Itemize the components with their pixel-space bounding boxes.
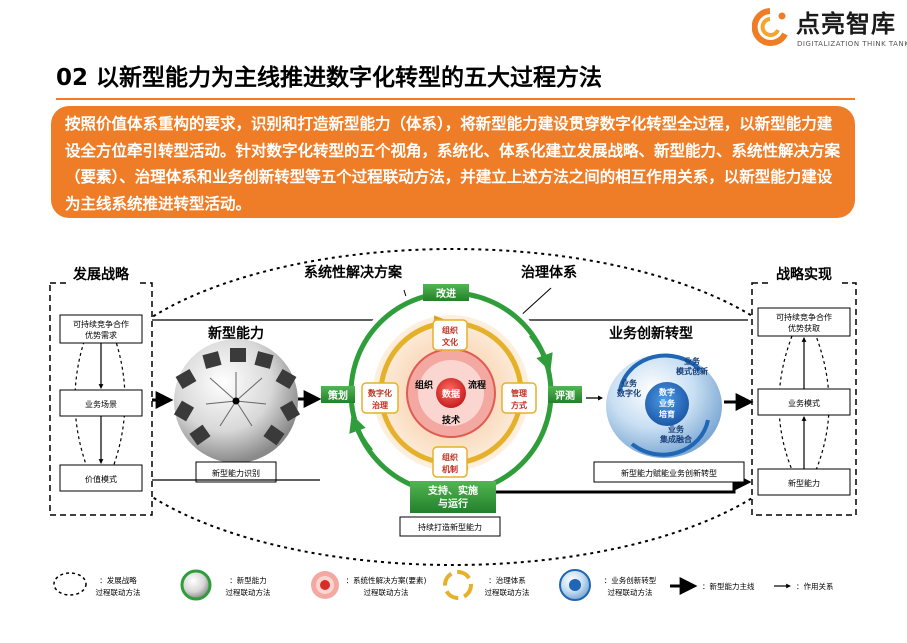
pdca-check-badge xyxy=(548,386,582,403)
title-divider xyxy=(56,98,855,100)
business-innovation-title: 业务创新转型 xyxy=(609,325,693,342)
center-ring-process: 流程 xyxy=(468,379,486,391)
center-ring-tech: 技术 xyxy=(442,414,460,426)
legend-yellow-arc-icon xyxy=(443,570,473,600)
dev-strategy-item-1-line-1: 可持续竞争合作 xyxy=(73,319,129,329)
strategy-realization-item-box xyxy=(757,307,851,337)
pdca-do-line-2: 与运行 xyxy=(438,497,468,510)
svg-text:治理: 治理 xyxy=(372,400,388,410)
dev-strategy-item-2: 业务场景 xyxy=(85,399,117,409)
svg-text:机制: 机制 xyxy=(442,464,458,474)
system-solution-title: 系统性解决方案 xyxy=(304,264,403,281)
pdca-improve-label: 改进 xyxy=(436,287,456,300)
pdca-improve-badge xyxy=(423,284,469,301)
center-caption: 持续打造新型能力 xyxy=(418,522,482,532)
governance-title: 治理体系 xyxy=(521,264,577,281)
center-circle-group xyxy=(344,286,558,500)
intro-text: 按照价值体系重构的要求，识别和打造新型能力（体系），将新型能力建设贯穿数字化转型… xyxy=(65,115,841,213)
bi-core-line-1: 数字 xyxy=(659,387,675,397)
brand-logo-icon xyxy=(752,8,788,46)
dev-strategy-panel: 发展战略 可持续竞争合作 优势需求 业务场景 价值模式 xyxy=(49,262,153,516)
legend-1-line-1: ：发展战略 xyxy=(99,575,137,585)
legend-5-line-2: 过程联动方法 xyxy=(608,587,653,597)
center-core-label: 数据 xyxy=(442,388,460,400)
business-innovation-sphere-icon xyxy=(606,353,722,458)
pdca-do-badge xyxy=(410,481,496,513)
legend: ：发展战略 过程联动方法 ：新型能力 过程联动方法 ：系统性解决方案(要素) 过… xyxy=(53,569,834,601)
bi-around-3-line-1: 业务 xyxy=(668,424,685,434)
legend-2-line-2: 过程联动方法 xyxy=(226,587,271,597)
legend-2-line-1: ：新型能力 xyxy=(229,575,267,585)
node-digital-governance: 数字化 治理 xyxy=(361,382,399,414)
bi-around-3-line-2: 集成融合 xyxy=(659,434,693,444)
bi-core-line-3: 培育 xyxy=(659,409,675,419)
dev-strategy-title: 发展战略 xyxy=(72,266,130,283)
center-caption-box xyxy=(399,516,501,537)
svg-text:组织: 组织 xyxy=(442,452,458,462)
pdca-check-label: 评测 xyxy=(555,389,575,402)
strategy-realization-item-3: 新型能力 xyxy=(788,478,820,488)
strategy-realization-item-1-line-1: 可持续竞争合作 xyxy=(776,312,832,322)
legend-green-sphere-icon xyxy=(180,569,212,601)
svg-text:管理: 管理 xyxy=(511,388,527,398)
business-innovation-caption: 新型能力赋能业务创新转型 xyxy=(621,468,717,478)
pdca-plan-badge xyxy=(321,386,355,403)
svg-text:组织: 组织 xyxy=(442,325,458,335)
node-org-mechanism: 组织 机制 xyxy=(432,446,468,478)
new-capability-caption-box xyxy=(195,461,277,483)
new-capability-caption: 新型能力识别 xyxy=(212,468,260,478)
legend-1-line-2: 过程联动方法 xyxy=(96,587,141,597)
brand-name: 点亮智库 xyxy=(796,10,896,38)
page-title: 02 以新型能力为主线推进数字化转型的五大过程方法 xyxy=(56,65,603,91)
pdca-plan-label: 策划 xyxy=(328,389,348,402)
dev-strategy-item-1-line-2: 优势需求 xyxy=(85,330,117,340)
bi-around-1-line-1: 业务 xyxy=(621,378,638,388)
center-ring-org: 组织 xyxy=(415,379,433,391)
strategy-realization-panel: 战略实现 可持续竞争合作 优势获取 业务模式 新型能力 xyxy=(751,262,857,516)
bi-around-2-line-2: 模式创新 xyxy=(676,366,708,376)
dev-strategy-item-box xyxy=(59,389,143,417)
mainline-arrow xyxy=(496,473,752,494)
svg-text:方式: 方式 xyxy=(511,400,527,410)
legend-4-line-1: ：治理体系 xyxy=(488,575,526,585)
node-management: 管理 方式 xyxy=(501,382,537,414)
legend-3-line-1: ：系统性解决方案(要素) xyxy=(346,575,427,585)
strategy-realization-title: 战略实现 xyxy=(776,266,832,283)
dev-strategy-item-box xyxy=(59,464,143,492)
strategy-realization-item-box xyxy=(757,388,851,416)
bi-core-line-2: 业务 xyxy=(659,398,676,408)
new-capability-sphere-icon xyxy=(173,339,301,463)
pdca-do-line-1: 支持、实施 xyxy=(427,484,478,497)
legend-4-line-2: 过程联动方法 xyxy=(485,587,530,597)
legend-6-label: ：新型能力主线 xyxy=(702,581,755,591)
legend-3-line-2: 过程联动方法 xyxy=(364,587,409,597)
dev-strategy-item-3: 价值模式 xyxy=(85,474,117,484)
svg-text:文化: 文化 xyxy=(442,337,458,347)
node-culture: 组织 文化 xyxy=(432,319,468,351)
bi-around-1-line-2: 数字化 xyxy=(617,388,641,398)
brand-tagline: DIGITALIZATION THINK TANK xyxy=(797,40,907,48)
business-innovation-caption-box xyxy=(593,461,745,483)
strategy-realization-item-2: 业务模式 xyxy=(788,398,820,408)
legend-dashed-ellipse-icon xyxy=(53,572,87,596)
svg-text:数字化: 数字化 xyxy=(368,388,392,398)
intro-text-box: 按照价值体系重构的要求，识别和打造新型能力（体系），将新型能力建设贯穿数字化转型… xyxy=(51,106,855,218)
legend-5-line-1: ：业务创新转型 xyxy=(604,575,657,585)
dev-strategy-item-box xyxy=(59,314,143,344)
legend-7-label: ：作用关系 xyxy=(796,581,834,591)
new-capability-title: 新型能力 xyxy=(208,325,264,342)
strategy-realization-item-1-line-2: 优势获取 xyxy=(788,323,820,333)
bi-around-2-line-1: 业务 xyxy=(684,356,701,366)
